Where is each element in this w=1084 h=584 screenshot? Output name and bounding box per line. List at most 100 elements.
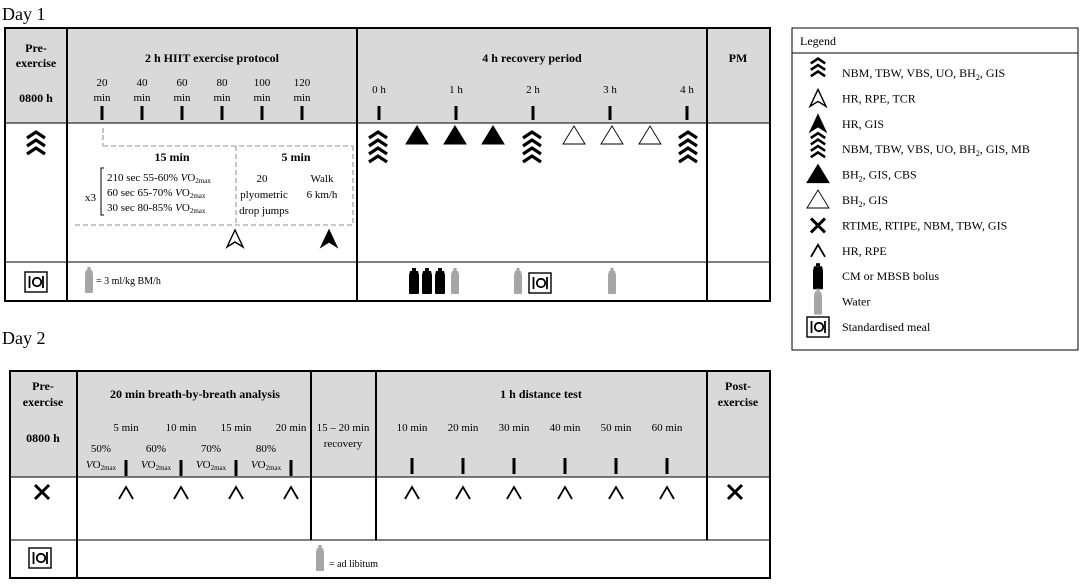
interval-bracket: [100, 167, 104, 216]
breath-tick-label: 10 min: [166, 422, 197, 434]
hiit-dashed-structure: [75, 135, 354, 226]
hiit-tick-value: 120: [294, 77, 311, 89]
meal-icon: [528, 272, 552, 294]
intensity-vo2max: VO2max: [196, 459, 227, 472]
caret-icon: [557, 486, 573, 500]
block-5-title: 5 min: [281, 150, 310, 164]
day1-pre-label-1: Pre-: [25, 41, 47, 55]
intensity-percent: 80%: [256, 443, 276, 455]
distance-title: 1 h distance test: [500, 387, 582, 401]
caret-icon: [455, 486, 471, 500]
day2-table: Pre- exercise 0800 h 20 min breath-by-br…: [9, 370, 771, 579]
recovery-tick-label: 3 h: [603, 84, 617, 96]
legend-item-label: HR, GIS: [842, 117, 884, 131]
caret-icon: [506, 486, 522, 500]
recovery-tick-label: 1 h: [449, 84, 463, 96]
legend-title: Legend: [800, 34, 836, 48]
black-bottle-icon: [409, 268, 419, 294]
legend-item: HR, GIS: [809, 114, 884, 133]
caret-icon: [118, 486, 134, 500]
day1-table: Pre- exercise 0800 h 2 h HIIT exercise p…: [4, 27, 771, 302]
plyo-line-2: plyometric: [240, 189, 288, 201]
day2-pre-time: 0800 h: [26, 431, 60, 445]
caret-icon: [608, 486, 624, 500]
breath-title: 20 min breath-by-breath analysis: [110, 387, 280, 401]
recovery-tick-label: 0 h: [372, 84, 386, 96]
post-label-1: Post-: [725, 379, 751, 393]
legend-item: RTIME, RTIPE, NBM, TBW, GIS: [809, 216, 1007, 234]
intensity-vo2max: VO2max: [86, 459, 117, 472]
pm-label: PM: [729, 51, 748, 65]
recovery-tick-label: 2 h: [526, 84, 540, 96]
interval-line: 60 sec 65-70% VO2max: [107, 187, 206, 200]
legend-item: HR, RPE, TCR: [809, 88, 916, 108]
black-bottle-icon: [813, 263, 823, 290]
day2-fluid-text: = ad libitum: [329, 559, 378, 570]
black-bottle-icon: [422, 268, 432, 294]
day1-border: [4, 27, 771, 302]
meal-icon: [806, 316, 830, 338]
distance-tick-label: 20 min: [448, 422, 479, 434]
intensity-percent: 70%: [201, 443, 221, 455]
open-triangle-icon: [562, 125, 586, 145]
distance-tick-label: 30 min: [499, 422, 530, 434]
legend-item-label: RTIME, RTIPE, NBM, TBW, GIS: [842, 218, 1007, 232]
legend-item-label: BH2, GIS, CBS: [842, 168, 917, 184]
legend-item: BH2, GIS, CBS: [806, 164, 917, 184]
filled-arrowhead-icon: [320, 229, 338, 248]
gap-line-1: 15 – 20 min: [317, 422, 370, 434]
hiit-title: 2 h HIIT exercise protocol: [145, 51, 280, 65]
hiit-tick-unit: min: [133, 92, 151, 104]
interval-line: 30 sec 80-85% VO2max: [107, 202, 206, 215]
legend-box: [791, 27, 1079, 351]
quad-chevron-icon: [521, 130, 543, 164]
hiit-tick-unit: min: [253, 92, 271, 104]
legend-item: Water: [814, 288, 870, 315]
hiit-tick-value: 100: [254, 77, 271, 89]
day1-title: Day 1: [2, 4, 46, 24]
legend-item: NBM, TBW, VBS, UO, BH2, GIS, MB: [809, 131, 1030, 159]
walk-line-2: 6 km/h: [307, 189, 338, 201]
hiit-fluid-text: = 3 ml/kg BM/h: [96, 276, 161, 287]
hiit-tick-value: 60: [177, 77, 189, 89]
grey-bottle-icon: [514, 268, 522, 294]
post-label-2: exercise: [718, 395, 759, 409]
legend-item: Standardised meal: [806, 316, 931, 338]
hiit-tick-value: 40: [137, 77, 149, 89]
interval-line: 210 sec 55-60% VO2max: [107, 172, 211, 185]
legend-item-label: NBM, TBW, VBS, UO, BH2, GIS, MB: [842, 142, 1030, 158]
day2-pre-label-1: Pre-: [32, 379, 54, 393]
day2-header-band: [10, 371, 770, 477]
hiit-tick-value: 20: [97, 77, 109, 89]
cross-icon: [726, 483, 744, 501]
breath-tick-label: 20 min: [276, 422, 307, 434]
breath-tick-label: 15 min: [221, 422, 252, 434]
legend-item-label: HR, RPE: [842, 244, 887, 258]
walk-line-1: Walk: [311, 173, 334, 185]
filled-triangle-icon: [443, 125, 467, 145]
hiit-tick-unit: min: [213, 92, 231, 104]
day1-header-band: [5, 28, 770, 123]
legend-item-label: CM or MBSB bolus: [842, 269, 939, 283]
legend-item: HR, RPE: [810, 244, 887, 258]
triple-chevron-icon: [25, 130, 47, 156]
intensity-percent: 50%: [91, 443, 111, 455]
legend-item-label: HR, RPE, TCR: [842, 91, 916, 105]
meal-icon: [24, 271, 48, 293]
hiit-tick-value: 80: [217, 77, 229, 89]
filled-triangle-icon: [481, 125, 505, 145]
open-arrowhead-icon: [226, 229, 244, 248]
block-15-title: 15 min: [154, 150, 189, 164]
cross-icon: [33, 483, 51, 501]
grey-bottle-icon: [451, 268, 459, 294]
plyo-line-3: drop jumps: [239, 205, 289, 217]
black-bottle-icon: [435, 268, 445, 294]
hiit-tick-unit: min: [173, 92, 191, 104]
day2-pre-label-2: exercise: [23, 395, 64, 409]
